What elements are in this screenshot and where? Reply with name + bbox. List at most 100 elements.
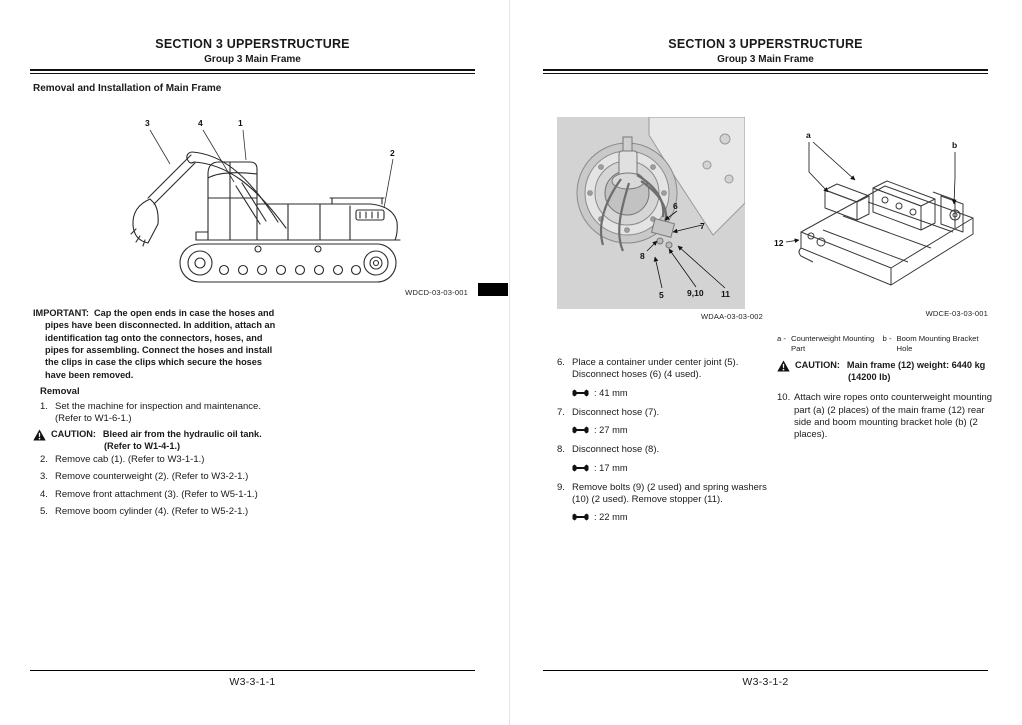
step-number: 6. <box>557 357 565 368</box>
legend-text: Boom Mounting Bracket Hole <box>896 334 979 354</box>
step-text: Remove cab (1). (Refer to W3-1-1.) <box>55 454 205 465</box>
group-heading: Group 3 Main Frame <box>204 54 301 65</box>
step-2: 2. Remove cab (1). (Refer to W3-1-1.) <box>40 454 305 466</box>
page-number-left: W3-3-1-1 <box>229 676 276 688</box>
excavator-figure: 3 4 1 2 <box>130 118 401 283</box>
revision-marker <box>478 283 508 296</box>
caution-label: CAUTION: <box>51 429 96 439</box>
callout-6: 6 <box>673 201 678 211</box>
footer-rule <box>30 670 475 671</box>
step-number: 5. <box>40 506 48 518</box>
caution-line: CAUTION: Main frame (12) weight: 6440 kg <box>795 359 985 371</box>
legend-item-a: a - Counterweight Mounting Part <box>777 334 875 355</box>
step-6: 6. Place a container under center joint … <box>557 357 767 382</box>
important-note: IMPORTANT:Cap the open ends in case the … <box>33 307 285 381</box>
caution-text: Main frame (12) weight: 6440 kg <box>846 360 986 370</box>
step-number: 9. <box>557 481 565 493</box>
wrench-size: : 17 mm <box>594 462 628 473</box>
caution-note-right: CAUTION:Main frame (12) weight: 6440 kg … <box>777 359 993 383</box>
step-number: 3. <box>40 471 48 483</box>
caution-label: CAUTION: <box>795 360 840 370</box>
center-joint-figure: 6 7 8 5 9,10 11 <box>557 117 745 309</box>
legend-text: Counterweight Mounting Part <box>791 334 875 354</box>
wrench-icon <box>572 389 589 397</box>
step-number: 1. <box>40 401 48 412</box>
step-4: 4. Remove front attachment (3). (Refer t… <box>40 489 305 501</box>
removal-steps: 2. Remove cab (1). (Refer to W3-1-1.) 3.… <box>40 454 305 523</box>
step-ref: (Refer to W1-6-1.) <box>55 413 132 425</box>
callout-b: b <box>952 140 957 150</box>
right-column: CAUTION:Main frame (12) weight: 6440 kg … <box>777 359 993 447</box>
wrench-spec: : 17 mm <box>572 462 767 474</box>
step-9: 9. Remove bolts (9) (2 used) and spring … <box>557 482 767 507</box>
callout-2: 2 <box>390 148 395 158</box>
step-number: 8. <box>557 444 565 456</box>
callout-12: 12 <box>774 238 784 248</box>
step-text: Disconnect hose (8). <box>572 444 660 456</box>
step-body: Set the machine for inspection and maint… <box>55 401 261 426</box>
caution-body: CAUTION:Main frame (12) weight: 6440 kg … <box>795 359 985 383</box>
wrench-spec: : 22 mm <box>572 511 767 523</box>
step-text: Set the machine for inspection and maint… <box>55 401 261 412</box>
page-number-right: W3-3-1-2 <box>742 676 789 688</box>
figure-caption: WDCE-03-03-001 <box>925 309 988 318</box>
disassembly-steps: 6. Place a container under center joint … <box>557 357 767 531</box>
header-rule <box>30 69 475 74</box>
step-8: 8. Disconnect hose (8). <box>557 444 767 456</box>
caution-note-left: CAUTION:Bleed air from the hydraulic oil… <box>33 428 298 452</box>
step-text: Remove counterweight (2). (Refer to W3-2… <box>55 471 249 483</box>
caution-ref: (Refer to W1-4-1.) <box>104 441 181 452</box>
wrench-spec: : 41 mm <box>572 387 767 399</box>
step-text: Remove bolts (9) (2 used) and spring was… <box>572 481 767 505</box>
section-heading: SECTION 3 UPPERSTRUCTURE <box>155 37 350 51</box>
step-number: 2. <box>40 454 48 465</box>
callout-3: 3 <box>145 118 150 128</box>
wrench-icon <box>572 464 589 472</box>
callout-5: 5 <box>659 290 664 300</box>
callout-9-10: 9,10 <box>687 288 704 298</box>
callout-8: 8 <box>640 251 645 261</box>
caution-text-2: (14200 lb) <box>848 372 891 383</box>
warning-triangle-icon <box>777 360 790 383</box>
wrench-spec: : 27 mm <box>572 424 767 436</box>
callout-4: 4 <box>198 118 203 128</box>
step-10: 10. Attach wire ropes onto counterweight… <box>777 392 993 441</box>
legend-key: a - <box>777 334 786 343</box>
callout-7: 7 <box>700 221 705 231</box>
callout-a: a <box>806 130 811 140</box>
step-5: 5. Remove boom cylinder (4). (Refer to W… <box>40 506 305 518</box>
step-number: 7. <box>557 406 565 418</box>
wrench-size: : 22 mm <box>594 512 628 523</box>
figure-caption: WDCD-03-03-001 <box>405 288 468 297</box>
section-heading: SECTION 3 UPPERSTRUCTURE <box>668 37 863 51</box>
step-1: 1. Set the machine for inspection and ma… <box>40 401 295 426</box>
step-text: Remove boom cylinder (4). (Refer to W5-2… <box>55 506 249 518</box>
step-text: Disconnect hose (7). <box>572 406 660 418</box>
legend-key: b - <box>882 334 892 343</box>
group-heading: Group 3 Main Frame <box>717 54 814 65</box>
important-text: Cap the open ends in case the hoses and … <box>45 308 276 380</box>
figure-caption: WDAA-03-03-002 <box>701 312 763 321</box>
step-text: Remove front attachment (3). (Refer to W… <box>55 488 258 500</box>
header-rule <box>543 69 988 74</box>
important-label: IMPORTANT: <box>33 308 89 318</box>
page-divider <box>509 0 510 725</box>
legend-item-b: b - Boom Mounting Bracket Hole <box>883 334 992 355</box>
step-3: 3. Remove counterweight (2). (Refer to W… <box>40 471 305 483</box>
page-left-header: SECTION 3 UPPERSTRUCTURE Group 3 Main Fr… <box>30 37 475 65</box>
figure-legend: a - Counterweight Mounting Part b - Boom… <box>777 334 992 355</box>
wrench-size: : 27 mm <box>594 425 628 436</box>
step-7: 7. Disconnect hose (7). <box>557 407 767 419</box>
removal-heading: Removal <box>40 386 80 397</box>
topic-title: Removal and Installation of Main Frame <box>33 83 222 94</box>
wrench-size: : 41 mm <box>594 387 628 398</box>
step-number: 4. <box>40 488 48 500</box>
page-right-header: SECTION 3 UPPERSTRUCTURE Group 3 Main Fr… <box>543 37 988 65</box>
wrench-icon <box>572 513 589 521</box>
caution-body: CAUTION:Bleed air from the hydraulic oil… <box>51 428 262 452</box>
main-frame-figure: a b 12 <box>774 130 974 286</box>
caution-line: CAUTION:Bleed air from the hydraulic oil… <box>51 428 262 440</box>
footer-rule <box>543 670 988 671</box>
callout-1: 1 <box>238 118 243 128</box>
